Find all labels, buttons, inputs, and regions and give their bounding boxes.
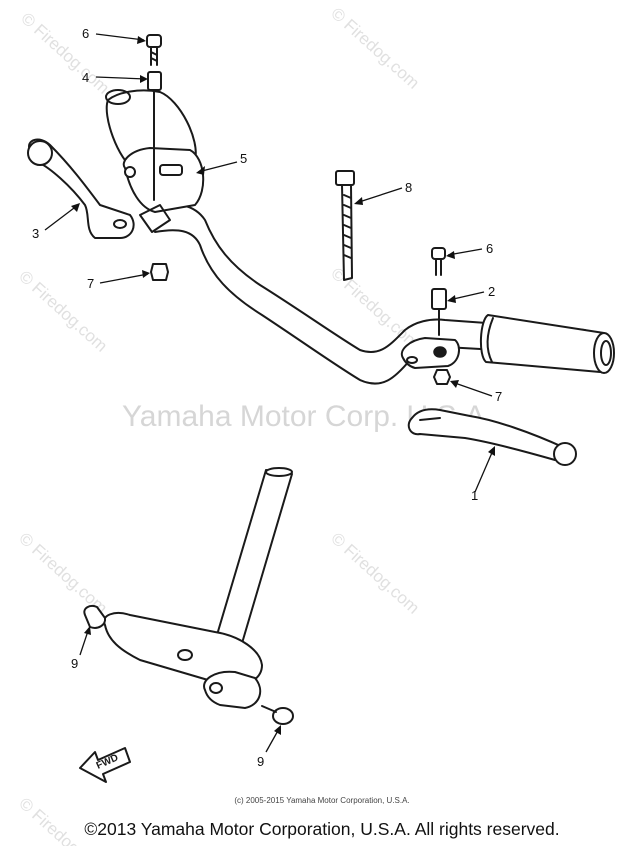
- callout-1-lever: 1: [471, 488, 478, 503]
- callout-labels: 6 4 5 3 7 8 6 2 7 1 9 9: [32, 26, 502, 769]
- fwd-arrow-icon: FWD: [79, 747, 131, 783]
- callout-9-right-holder: 9: [257, 754, 264, 769]
- main-copyright: ©2013 Yamaha Motor Corporation, U.S.A. A…: [84, 819, 560, 839]
- watermark-firedog-5: © Firedog.com: [15, 529, 111, 618]
- callout-6-right-bolt: 6: [486, 241, 493, 256]
- handlebar: [149, 202, 615, 385]
- callout-7-left-nut: 7: [87, 276, 94, 291]
- left-lever: [27, 138, 171, 239]
- watermark-firedog-2: © Firedog.com: [327, 4, 423, 93]
- steering-tube: [213, 469, 293, 651]
- leader-lines: [44, 33, 495, 753]
- watermark-firedog-3: © Firedog.com: [15, 267, 111, 356]
- callout-8-cable-tie: 8: [405, 180, 412, 195]
- left-bolt-collar: [146, 34, 169, 281]
- callout-4-collar: 4: [82, 70, 89, 85]
- lower-holder-assembly: [83, 467, 294, 725]
- left-grip-assembly: [105, 89, 205, 213]
- callout-6-left-bolt: 6: [82, 26, 89, 41]
- right-bolt-collar: [400, 247, 461, 385]
- lower-clamp: [203, 670, 262, 709]
- callout-5-switch: 5: [240, 151, 247, 166]
- callout-7-right-nut: 7: [495, 389, 502, 404]
- callout-9-left-holder: 9: [71, 656, 78, 671]
- right-grip: [480, 314, 613, 373]
- cable-tie: [335, 170, 355, 281]
- small-copyright: (c) 2005-2015 Yamaha Motor Corporation, …: [234, 796, 410, 805]
- callout-2-collar: 2: [488, 284, 495, 299]
- right-lever: [407, 408, 577, 466]
- watermark-firedog-1: © Firedog.com: [17, 9, 113, 98]
- switch-housing: [122, 147, 205, 213]
- callout-3-lever: 3: [32, 226, 39, 241]
- watermark-firedog-6: © Firedog.com: [327, 529, 423, 618]
